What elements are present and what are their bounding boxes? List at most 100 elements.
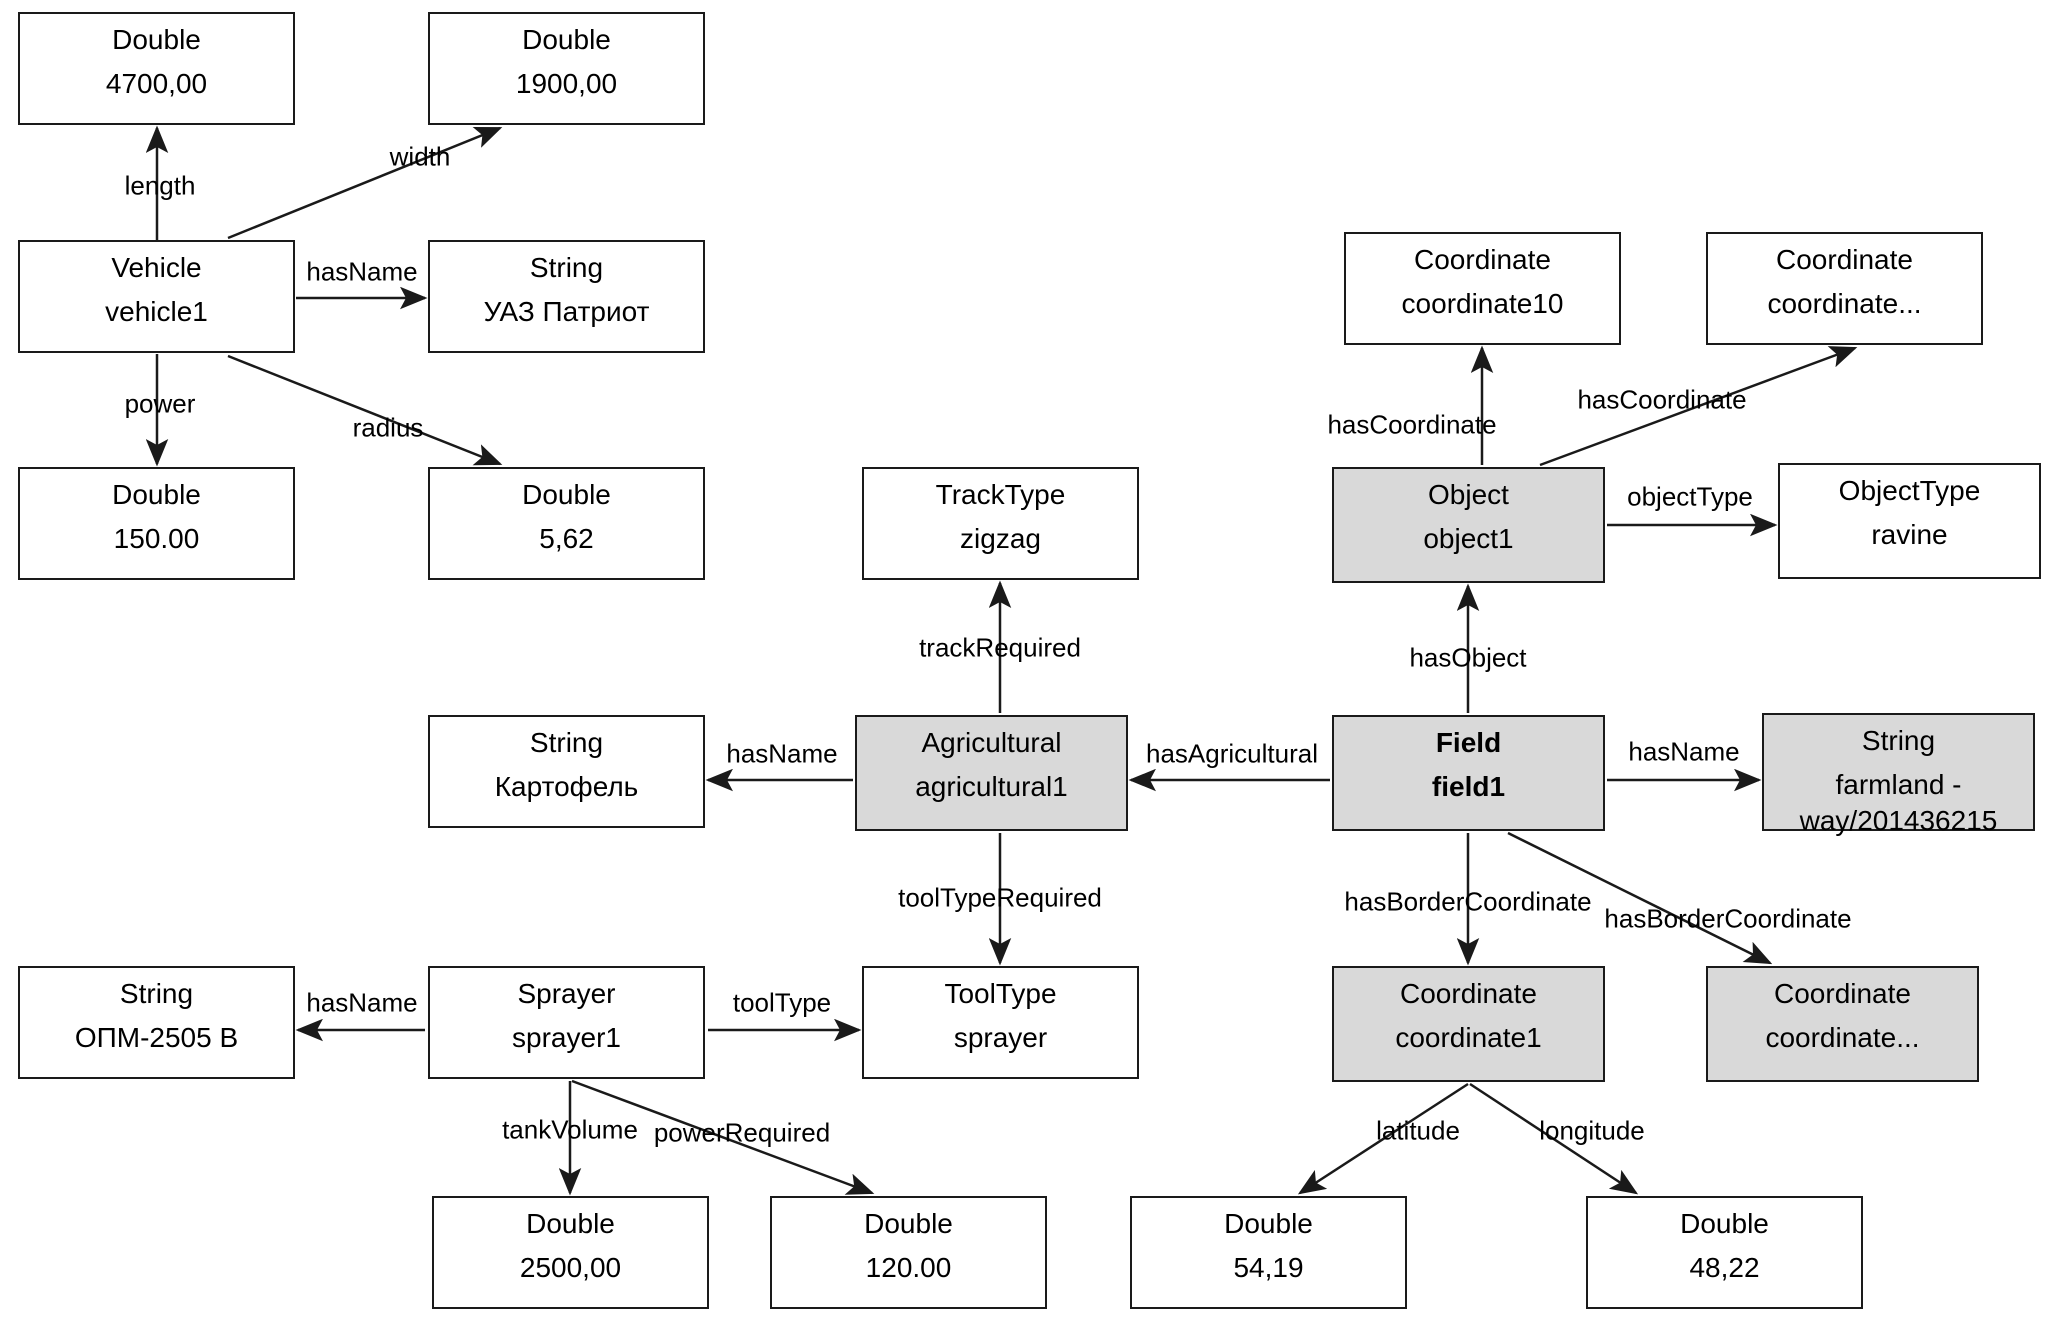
node-value-label: 120.00 — [865, 1251, 952, 1283]
node-value-label: 150.00 — [113, 522, 200, 554]
edge-e_hascoordinate_dots — [1539, 346, 1858, 467]
edge-label-e_longitude: longitude — [1539, 1115, 1645, 1146]
node-value-label: coordinate... — [1767, 287, 1922, 319]
edge-label-e_hascoordinate_10: hasCoordinate — [1327, 409, 1497, 440]
edge-e_latitude — [1297, 1082, 1469, 1195]
edge-label-e_hasname_vehicle: hasName — [306, 256, 418, 287]
node-double_width[interactable]: Double 1900,00 — [428, 12, 705, 125]
node-value-label: coordinate10 — [1401, 287, 1564, 319]
node-type-label: Agricultural — [921, 727, 1062, 758]
node-value-label: zigzag — [960, 522, 1041, 554]
edge-label-e_radius: radius — [352, 412, 424, 443]
edge-label-e_hasname_agri: hasName — [726, 738, 838, 769]
node-value-label: ОПМ-2505 В — [74, 1021, 239, 1053]
node-type-label: Double — [1680, 1208, 1769, 1239]
edge-label-e_hascoordinate_dots: hasCoordinate — [1577, 384, 1747, 415]
node-tooltype_sprayer[interactable]: ToolType sprayer — [862, 966, 1139, 1079]
node-value-label: УАЗ Патриот — [483, 295, 650, 327]
edge-label-e_hasagricultural: hasAgricultural — [1146, 738, 1318, 769]
node-object1[interactable]: Object object1 — [1332, 467, 1605, 583]
node-value-label: 5,62 — [539, 522, 594, 554]
node-value-label: sprayer1 — [512, 1021, 621, 1053]
node-value-label: ravine — [1871, 518, 1948, 550]
node-value-label: 1900,00 — [515, 67, 618, 99]
edge-label-e_width: width — [389, 141, 451, 172]
node-type-label: Object — [1428, 479, 1509, 510]
edge-e_hasbordercoordinate2 — [1507, 831, 1773, 965]
node-agricultural1[interactable]: Agricultural agricultural1 — [855, 715, 1128, 831]
edge-label-e_hasname_field: hasName — [1628, 736, 1740, 767]
edge-e_radius — [227, 354, 503, 466]
node-value-label: 4700,00 — [105, 67, 208, 99]
node-value-label: sprayer — [953, 1021, 1048, 1053]
edge-label-e_length: length — [124, 170, 196, 201]
node-type-label: ObjectType — [1838, 475, 1981, 506]
node-value-label: agricultural1 — [915, 770, 1068, 802]
node-type-label: Sprayer — [517, 978, 616, 1009]
node-double_powerreq[interactable]: Double 120.00 — [770, 1196, 1047, 1309]
node-type-label: Double — [1224, 1208, 1313, 1239]
node-value-label: 2500,00 — [519, 1251, 622, 1283]
node-type-label: Coordinate — [1414, 244, 1551, 275]
node-type-label: Vehicle — [111, 252, 202, 283]
node-value-label: farmland - way/201436215 — [1799, 768, 1998, 836]
node-type-label: Double — [112, 24, 201, 55]
edge-e_width — [227, 126, 503, 240]
node-type-label: Coordinate — [1400, 978, 1537, 1009]
node-type-label: Double — [526, 1208, 615, 1239]
node-value-label: coordinate1 — [1395, 1021, 1542, 1053]
edge-label-e_trackrequired: trackRequired — [919, 632, 1081, 663]
node-field1[interactable]: Field field1 — [1332, 715, 1605, 831]
edge-label-e_powerrequired: powerRequired — [653, 1117, 831, 1148]
edge-e_powerrequired — [571, 1079, 875, 1195]
node-value-label: 48,22 — [1689, 1251, 1760, 1283]
node-coordinate1[interactable]: Coordinate coordinate1 — [1332, 966, 1605, 1082]
node-double_length[interactable]: Double 4700,00 — [18, 12, 295, 125]
node-type-label: Double — [864, 1208, 953, 1239]
edge-label-e_tooltyperequired: toolTypeRequired — [898, 882, 1102, 913]
node-double_tank[interactable]: Double 2500,00 — [432, 1196, 709, 1309]
node-type-label: Coordinate — [1776, 244, 1913, 275]
edge-e_longitude — [1469, 1082, 1639, 1195]
node-objecttype_ravine[interactable]: ObjectType ravine — [1778, 463, 2041, 579]
node-double_lat[interactable]: Double 54,19 — [1130, 1196, 1407, 1309]
node-value-label: Картофель — [494, 770, 639, 802]
node-type-label: Field — [1435, 727, 1502, 758]
node-value-label: object1 — [1423, 522, 1514, 554]
edge-label-e_hasname_sprayer: hasName — [306, 987, 418, 1018]
node-type-label: String — [529, 252, 604, 283]
node-value-label: coordinate... — [1765, 1021, 1920, 1053]
node-coordinate_dots_top[interactable]: Coordinate coordinate... — [1706, 232, 1983, 345]
node-value-label: vehicle1 — [105, 295, 208, 327]
node-type-label: TrackType — [935, 479, 1066, 510]
edge-label-e_hasbordercoordinate2: hasBorderCoordinate — [1604, 903, 1852, 934]
node-value-label: 54,19 — [1233, 1251, 1304, 1283]
node-type-label: String — [1861, 725, 1936, 756]
node-vehicle1[interactable]: Vehicle vehicle1 — [18, 240, 295, 353]
edge-label-e_power: power — [124, 388, 196, 419]
node-sprayer1[interactable]: Sprayer sprayer1 — [428, 966, 705, 1079]
edge-label-e_tooltype: toolType — [732, 987, 832, 1018]
node-coordinate_dots_bot[interactable]: Coordinate coordinate... — [1706, 966, 1979, 1082]
edge-label-e_hasobject: hasObject — [1409, 642, 1527, 673]
edge-label-e_latitude: latitude — [1376, 1115, 1460, 1146]
node-type-label: Double — [522, 24, 611, 55]
node-coordinate10[interactable]: Coordinate coordinate10 — [1344, 232, 1621, 345]
node-type-label: String — [529, 727, 604, 758]
node-type-label: String — [119, 978, 194, 1009]
edge-label-e_hasbordercoordinate1: hasBorderCoordinate — [1344, 886, 1592, 917]
node-type-label: Coordinate — [1774, 978, 1911, 1009]
node-type-label: Double — [112, 479, 201, 510]
node-double_lon[interactable]: Double 48,22 — [1586, 1196, 1863, 1309]
node-string_farmland[interactable]: String farmland - way/201436215 — [1762, 713, 2035, 836]
node-tracktype_zigzag[interactable]: TrackType zigzag — [862, 467, 1139, 580]
node-double_power[interactable]: Double 150.00 — [18, 467, 295, 580]
node-type-label: ToolType — [944, 978, 1057, 1009]
node-value-label: field1 — [1431, 770, 1506, 802]
